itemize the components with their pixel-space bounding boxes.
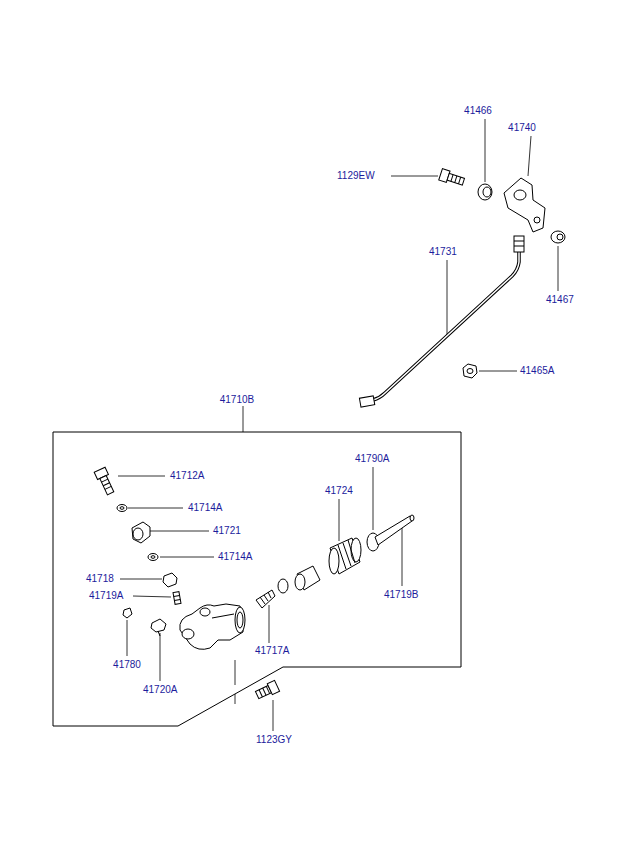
callout-number: 41731 [429, 246, 457, 258]
callout-number: 41720A [143, 684, 177, 696]
callout-number: 41740 [508, 122, 536, 134]
callout-number: 41790A [355, 453, 389, 465]
callout-number: 41712A [170, 470, 204, 482]
outline-shape [53, 432, 461, 726]
assembly-number: 41710B [220, 394, 254, 406]
callout-number: 41714A [218, 551, 252, 563]
callout-number: 41466 [464, 105, 492, 117]
callout-number: 41780 [113, 659, 141, 671]
callout-number: 41721 [213, 525, 241, 537]
assembly-outline: 41710B [53, 432, 461, 726]
callout-number: 41714A [188, 502, 222, 514]
callout-number: 41724 [325, 485, 353, 497]
callout-number: 41719B [384, 589, 418, 601]
callout-number: 1123GY [256, 734, 292, 746]
callout-number: 41719A [89, 590, 123, 602]
callout-number: 1129EW [337, 170, 375, 182]
callout-number: 41717A [255, 645, 289, 657]
callout-number: 41718 [86, 573, 114, 585]
callout-number: 41465A [520, 365, 554, 377]
callout-number: 41467 [546, 294, 574, 306]
